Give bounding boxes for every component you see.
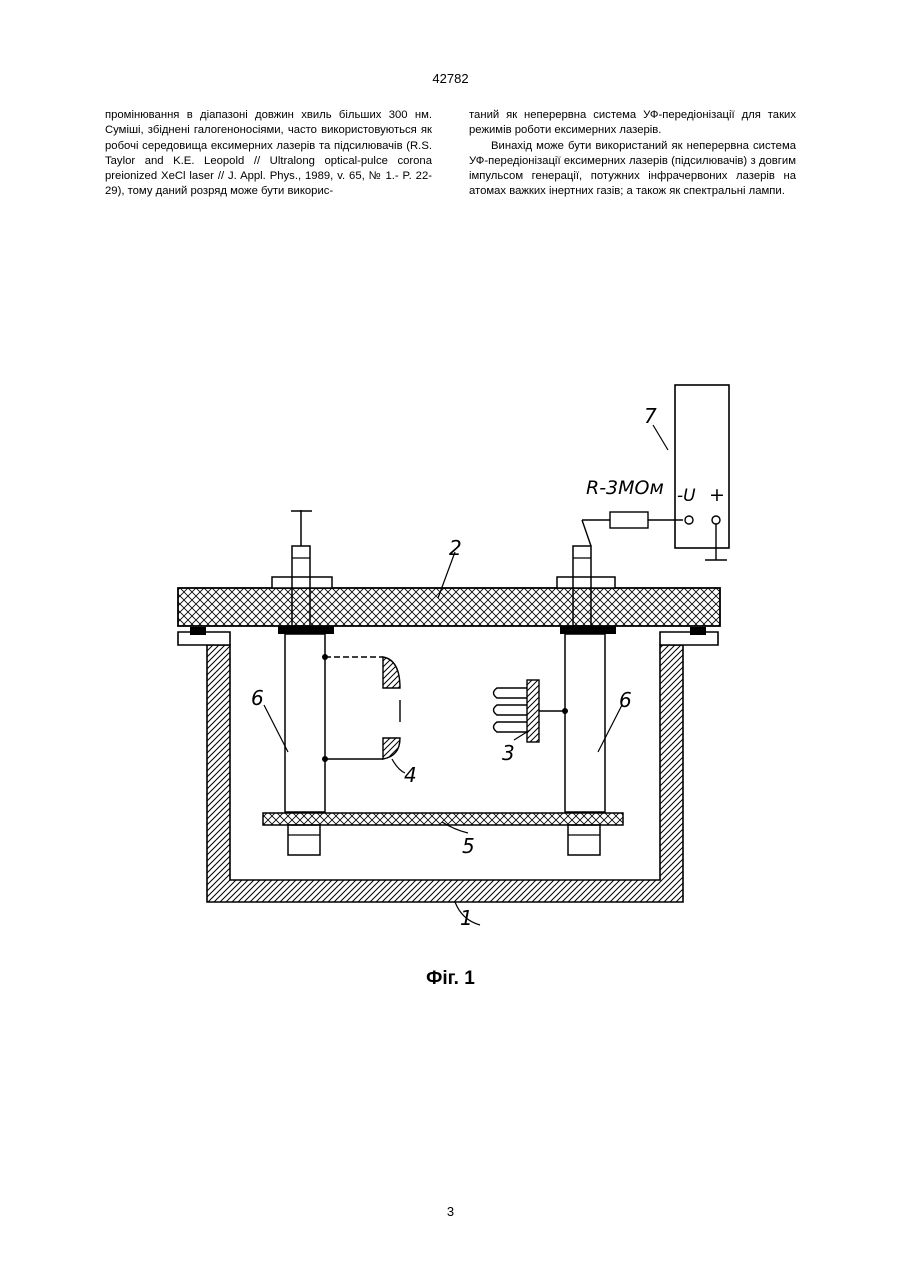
resistor-label: R-3МОм (586, 477, 664, 499)
housing-flange-right (660, 632, 718, 645)
label-6-left: 6 (251, 686, 264, 710)
label-3: 3 (502, 741, 515, 765)
left-gasket (278, 626, 334, 634)
label-2: 2 (449, 536, 462, 560)
label-6-right: 6 (619, 688, 632, 712)
label-7: 7 (644, 404, 657, 428)
cover-plate (178, 588, 720, 626)
figure-diagram: 2 7 6 6 4 3 5 1 R-3МОм -U + (150, 375, 750, 935)
source-box (675, 385, 729, 548)
electrode-3-body (527, 680, 539, 742)
figure-caption: Фіг. 1 (0, 968, 901, 990)
lower-nut-left (288, 825, 320, 855)
label-5: 5 (462, 834, 475, 858)
right-paragraph-2: Винахід може бути використаний як непере… (469, 139, 796, 200)
seal-right (690, 627, 706, 635)
label-1: 1 (460, 906, 473, 930)
rod-left (285, 634, 325, 812)
left-paragraph: промінювання в діапазоні довжин хвиль бі… (105, 108, 432, 200)
page-number-top: 42782 (0, 71, 901, 86)
right-nut (557, 577, 615, 588)
label-4: 4 (404, 763, 417, 787)
right-text-column: таний як неперервна система УФ-передіоні… (469, 108, 796, 200)
terminal-plus-dot (712, 516, 720, 524)
page-number-bottom: 3 (0, 1204, 901, 1219)
terminal-minus-dot (685, 516, 693, 524)
seal-left (190, 627, 206, 635)
electrode-4-top (383, 657, 400, 688)
left-text-column: промінювання в діапазоні довжин хвиль бі… (105, 108, 432, 200)
housing-wall (207, 645, 683, 902)
lower-nut-right (568, 825, 600, 855)
right-gasket (560, 626, 616, 634)
rod-right (565, 634, 605, 812)
resistor (610, 512, 648, 528)
terminal-minus-label: -U (677, 486, 696, 506)
right-paragraph-1: таний як неперервна система УФ-передіоні… (469, 108, 796, 139)
left-nut (272, 577, 332, 588)
terminal-plus-label: + (709, 484, 725, 506)
electrode-4-bottom (383, 738, 400, 759)
